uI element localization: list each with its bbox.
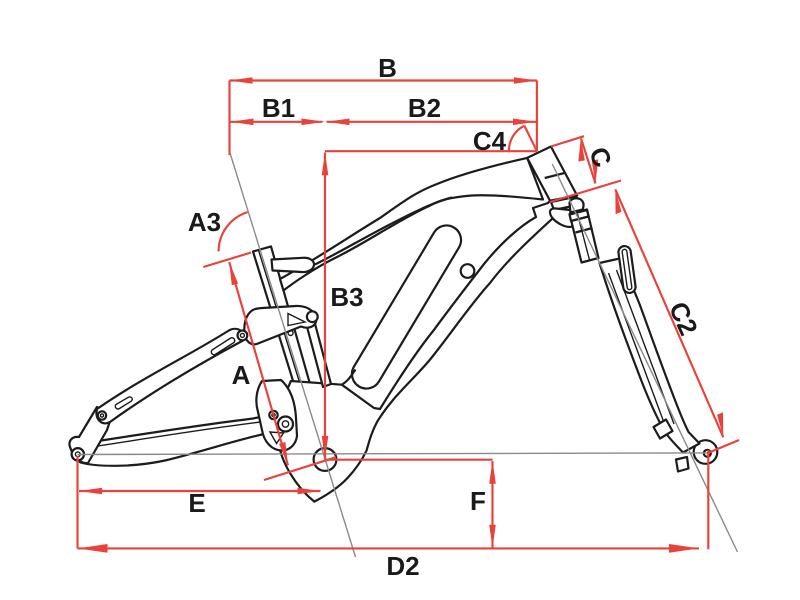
svg-text:A: A [232,360,251,390]
svg-text:D2: D2 [386,551,419,581]
svg-text:F: F [470,486,486,516]
svg-text:E: E [188,488,205,518]
svg-text:B1: B1 [262,93,295,123]
svg-text:B: B [378,53,397,83]
svg-text:B3: B3 [330,282,363,312]
svg-text:C4: C4 [473,126,507,156]
svg-text:B2: B2 [408,93,441,123]
svg-text:A3: A3 [188,207,221,237]
